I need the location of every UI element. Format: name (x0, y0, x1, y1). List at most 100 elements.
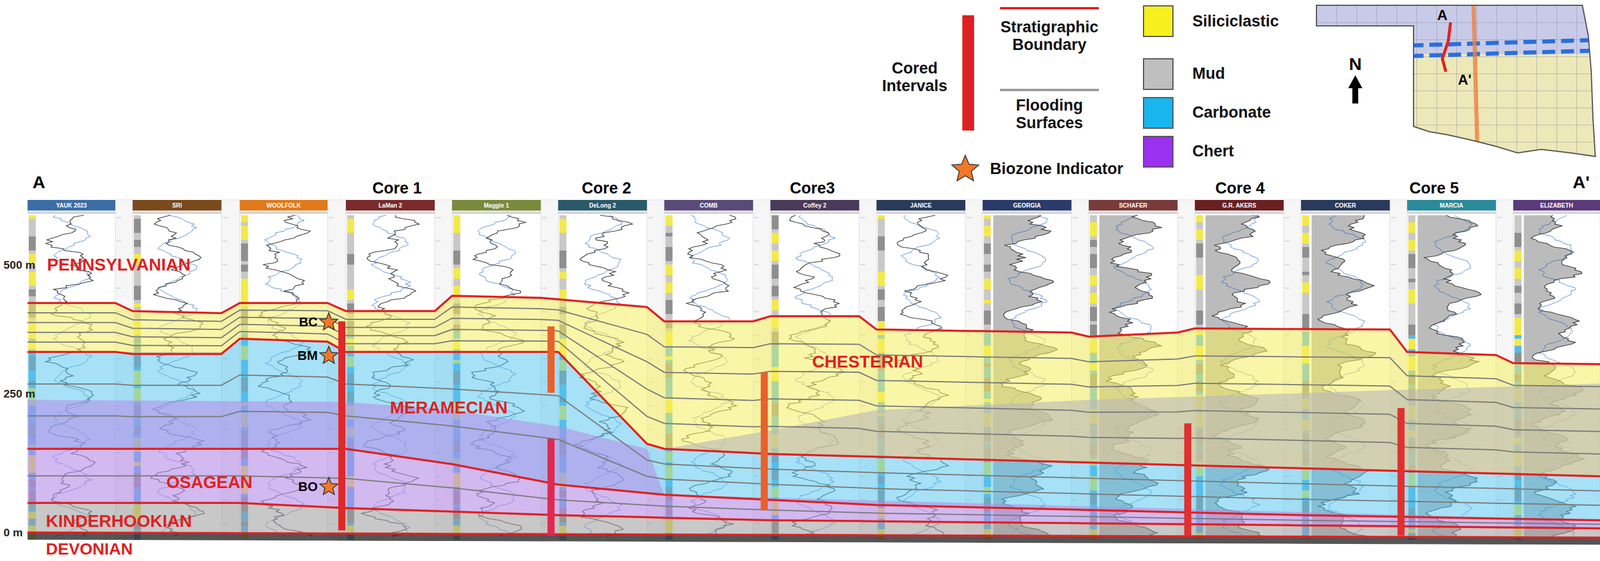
depth-tick (435, 264, 441, 266)
well-name: JANICE (910, 202, 932, 209)
lithology-strip (665, 275, 673, 279)
lithology-strip (1090, 218, 1098, 223)
lithology-strip (559, 225, 567, 230)
lithology-strip (1302, 218, 1310, 223)
lithology-strip (559, 271, 567, 276)
lithology-strip (771, 300, 779, 304)
lithology-strip (771, 307, 779, 311)
lithology-strip (771, 275, 779, 279)
lithology-strip (1408, 345, 1416, 350)
lithology-strip (1408, 310, 1416, 315)
lithology-strip (1090, 229, 1098, 233)
lithology-strip (1514, 271, 1522, 276)
lithology-strip (347, 289, 355, 293)
lithology-strip (134, 215, 142, 219)
lithology-strip (347, 240, 355, 244)
depth-tick (1178, 241, 1184, 242)
scale-label: 500 m (3, 259, 36, 272)
well-name: WOOLFOLK (266, 202, 301, 209)
lithology-strip (1302, 247, 1310, 251)
lithology-strip (665, 296, 673, 300)
lithology-strip (1302, 317, 1310, 322)
well-header (240, 200, 328, 211)
well-header (770, 200, 860, 211)
lithology-strip (877, 275, 885, 279)
legend-swatch (1142, 5, 1174, 38)
lithology-strip (1408, 289, 1416, 293)
lithology-strip (1408, 317, 1416, 322)
depth-tick (1391, 217, 1396, 219)
depth-tick (1178, 288, 1184, 289)
lithology-strip (452, 271, 460, 276)
north-label: N (1348, 54, 1362, 74)
lithology-strip (559, 222, 567, 226)
legend-text: Chert (1192, 142, 1235, 161)
lithology-strip (1514, 285, 1522, 290)
cored-interval (1397, 408, 1405, 536)
depth-tick (966, 311, 972, 313)
lithology-strip (771, 264, 779, 269)
lithology-strip (1302, 310, 1310, 315)
lithology-strip (984, 275, 992, 279)
depth-tick (860, 288, 866, 289)
lithology-strip (1195, 236, 1203, 240)
lithology-strip (665, 268, 673, 272)
lithology-strip (877, 317, 885, 322)
legend-swatch (1142, 58, 1174, 90)
lithology-strip (1408, 335, 1416, 339)
lithology-strip (877, 229, 885, 233)
cored-interval-sample (962, 15, 975, 131)
lithology-strip (1514, 321, 1522, 325)
lithology-strip (1514, 215, 1522, 219)
lithology-strip (1195, 292, 1203, 297)
depth-tick (541, 217, 547, 219)
lithology-strip (1514, 314, 1522, 318)
legend-text: Biozone Indicator (990, 160, 1124, 179)
lithology-strip (28, 225, 36, 230)
lithology-strip (1408, 247, 1416, 251)
lithology-strip (28, 236, 36, 240)
lithology-strip (241, 236, 249, 240)
well-name: ELIZABETH (1540, 202, 1573, 209)
lithology-strip (877, 232, 885, 237)
lithology-strip (1302, 321, 1310, 325)
lithology-strip (1090, 310, 1098, 315)
lithology-strip (1408, 314, 1416, 318)
lithology-strip (452, 285, 460, 290)
map-point: A (1437, 7, 1448, 23)
kinderhookian-band (27, 502, 1600, 538)
lithology-strip (134, 289, 142, 293)
well-name: COKER (1334, 202, 1356, 209)
flooding-surface (27, 307, 1600, 387)
lithology-strip (1195, 282, 1203, 286)
well-header (982, 200, 1072, 211)
biozone-label: BO (298, 480, 318, 495)
lithology-strip (347, 261, 355, 265)
depth-tick (222, 264, 228, 266)
lithology-strip (1302, 324, 1310, 329)
lithology-strip (665, 289, 673, 293)
track-header (1301, 211, 1390, 215)
lithology-strip (1408, 324, 1416, 329)
depth-tick (1178, 264, 1184, 266)
depth-tick (1391, 311, 1396, 313)
well-header (876, 200, 966, 211)
lithology-strip (347, 257, 355, 262)
lithology-strip (241, 257, 249, 262)
well-header (664, 200, 753, 211)
lithology-strip (984, 243, 992, 248)
lithology-strip (1514, 250, 1522, 255)
cored-interval (338, 321, 346, 531)
depth-tick (1284, 217, 1290, 219)
lithology-strip (984, 324, 992, 329)
lithology-strip (877, 303, 885, 308)
lithology-strip (241, 247, 249, 251)
lithology-strip (134, 247, 142, 251)
lithology-strip (347, 303, 355, 308)
lithology-strip (1302, 307, 1310, 311)
period-label: OSAGEAN (166, 473, 253, 493)
biozone-label: BC (298, 315, 318, 330)
lithology-strip (452, 250, 460, 255)
lithology-strip (559, 215, 567, 219)
depth-tick (1178, 311, 1184, 313)
